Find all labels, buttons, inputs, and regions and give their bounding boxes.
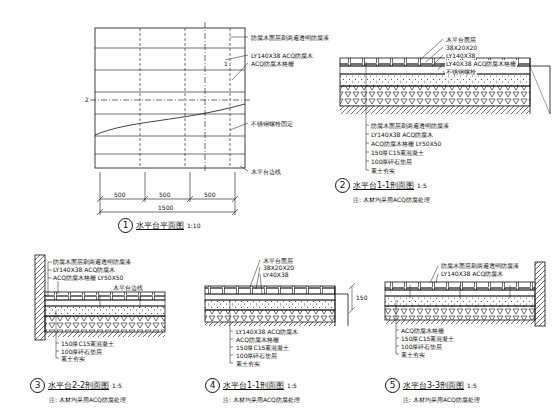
view-title: 水平台1-1剖面图 bbox=[353, 181, 414, 191]
view-title: 水平台2-2剖面图 bbox=[48, 381, 109, 391]
annotation: 100厚碎石垫层 bbox=[370, 158, 413, 165]
annotation: 38X20X20 bbox=[262, 264, 295, 271]
section-line bbox=[205, 22, 206, 172]
title-callout: 5水平台3-3剖面图1:5 bbox=[385, 378, 477, 393]
view-title: 水平台平面图 bbox=[136, 221, 184, 231]
annotation: 150厚C15素混凝土 bbox=[60, 340, 115, 347]
annotation: 不锈钢螺栓固定 bbox=[250, 120, 294, 127]
annotation: LY140X38 ACQ防腐木 bbox=[52, 266, 116, 273]
annotation: 500 bbox=[203, 191, 216, 198]
annotation: 防腐木面层刷两遍透明防腐漆 bbox=[440, 262, 520, 269]
view-number: 2 bbox=[335, 178, 350, 193]
annotation: LY140X38 ACQ防腐木 bbox=[250, 52, 314, 59]
annotation: 2 bbox=[84, 96, 90, 103]
annotation: 100厚碎石垫层 bbox=[400, 343, 443, 350]
title-callout: 2水平台1-1剖面图1:5 bbox=[335, 178, 427, 193]
annotation: 素土夯实 bbox=[370, 167, 396, 174]
annotation: 素土夯实 bbox=[60, 355, 86, 362]
water-edge bbox=[95, 104, 245, 135]
annotation: 150厚C15素混凝土 bbox=[235, 344, 290, 351]
section-5 bbox=[385, 262, 545, 354]
annotation: 木平台边线 bbox=[112, 284, 144, 291]
annotation: 注: 木材均采用ACQ防腐处理 bbox=[222, 396, 301, 403]
section-line bbox=[90, 100, 250, 101]
deck-outline bbox=[95, 28, 245, 168]
view-scale: 1:5 bbox=[467, 382, 477, 390]
view-scale: 1:5 bbox=[417, 182, 427, 190]
annotation: LY140X38 ACQ防腐木 bbox=[370, 131, 434, 138]
annotation: ACQ防腐木格栅 bbox=[250, 60, 295, 67]
annotation: LY140X38 bbox=[445, 52, 476, 59]
annotation: 木平台面层 bbox=[445, 36, 477, 43]
view-scale: 1:5 bbox=[112, 382, 122, 390]
view-title: 水平台3-3剖面图 bbox=[403, 381, 464, 391]
annotation: ACQ防腐木格栅 LY50X50 bbox=[370, 140, 442, 147]
view-number: 1 bbox=[118, 218, 133, 233]
annotation: 100厚碎石垫层 bbox=[60, 348, 103, 355]
title-callout: 3水平台2-2剖面图1:5 bbox=[30, 378, 122, 393]
annotation: 1 bbox=[223, 60, 229, 67]
annotation: 注: 木材均采用ACQ防腐处理 bbox=[352, 196, 431, 203]
annotation: 100厚碎石垫层 bbox=[235, 352, 278, 359]
section-2 bbox=[340, 39, 550, 170]
view-number: 5 bbox=[385, 378, 400, 393]
title-callout: 1水平台平面图1:10 bbox=[118, 218, 200, 233]
annotation: 38X20X20 bbox=[445, 44, 478, 51]
annotation: 防腐木面层刷两遍透明防腐漆 bbox=[370, 122, 450, 129]
annotation: LY40X38 ACQ防腐木格栅 bbox=[445, 60, 517, 67]
leader-lines bbox=[225, 37, 248, 171]
annotation: LY140X38 ACQ防腐木 bbox=[440, 270, 504, 277]
annotation: 防腐木面层刷两遍透明防腐漆 bbox=[52, 258, 132, 265]
annotation: 注: 木材均采用ACQ防腐处理 bbox=[402, 396, 481, 403]
annotation: 150厚C15素混凝土 bbox=[370, 149, 425, 156]
annotation: 500 bbox=[158, 191, 171, 198]
view-scale: 1:10 bbox=[187, 222, 200, 230]
section-4 bbox=[205, 260, 355, 363]
title-callout: 4水平台1-1剖面图1:5 bbox=[205, 378, 297, 393]
deck-boards bbox=[95, 28, 245, 168]
dimension-lines bbox=[97, 172, 238, 215]
annotation: 150 bbox=[355, 294, 368, 301]
annotation: 1500 bbox=[157, 204, 174, 211]
annotation: 木平台边线 bbox=[250, 168, 282, 175]
view-title: 水平台1-1剖面图 bbox=[223, 381, 284, 391]
annotation: 不锈钢螺栓 bbox=[445, 68, 477, 75]
annotation: 木平台面层 bbox=[262, 257, 294, 264]
view-number: 4 bbox=[205, 378, 220, 393]
annotation: 500 bbox=[113, 191, 126, 198]
annotation: 素土夯实 bbox=[400, 351, 426, 358]
annotation: 防腐木面层刷两遍透明防腐漆 bbox=[250, 34, 330, 41]
annotation: ACQ防腐木格栅 LY50X50 bbox=[52, 274, 124, 281]
annotation: LY40X38 bbox=[262, 271, 290, 278]
annotation: 注: 木材均采用ACQ防腐处理 bbox=[48, 396, 127, 403]
annotation: ACQ防腐木格栅 bbox=[235, 336, 280, 343]
annotation: 素土夯实 bbox=[235, 360, 261, 367]
annotation: 150厚C15素混凝土 bbox=[400, 335, 455, 342]
section-3 bbox=[35, 255, 165, 358]
view-scale: 1:5 bbox=[287, 382, 297, 390]
annotation: ACQ防腐木格栅 bbox=[400, 327, 445, 334]
annotation: LY140X38 ACQ防腐木 bbox=[235, 328, 299, 335]
view-number: 3 bbox=[30, 378, 45, 393]
